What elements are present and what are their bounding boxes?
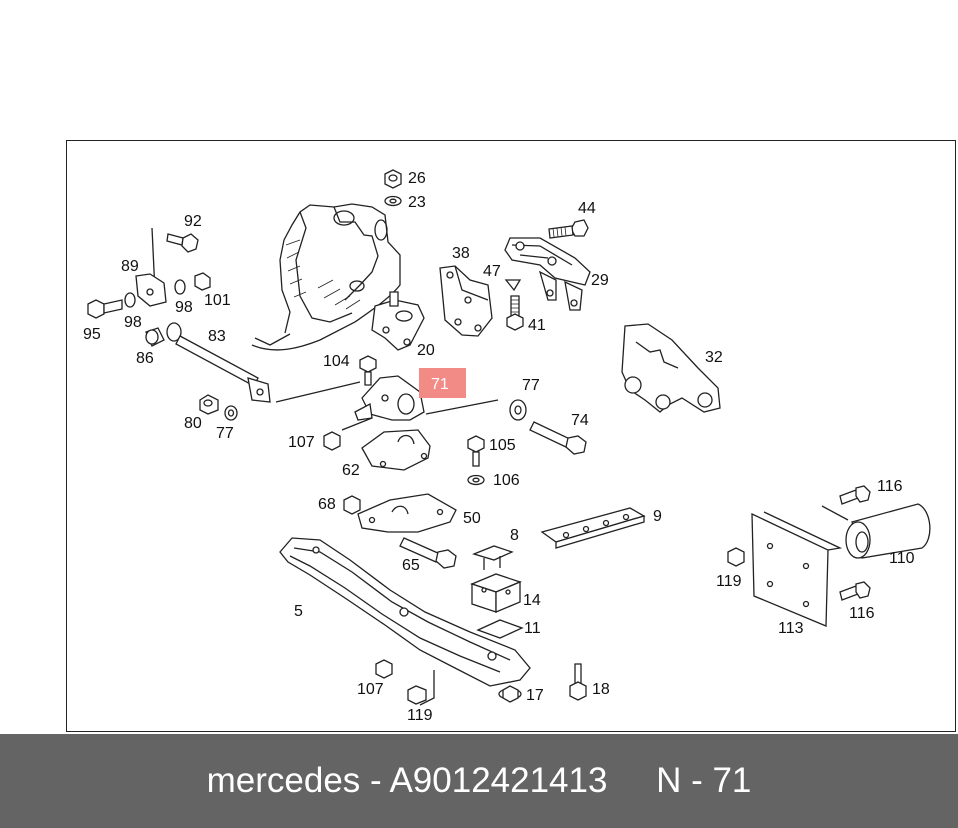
nut-101-drawing xyxy=(194,272,211,291)
label-32: 32 xyxy=(705,349,723,366)
label-23: 23 xyxy=(408,194,426,211)
label-38: 38 xyxy=(452,245,470,262)
label-116b: 116 xyxy=(849,605,875,622)
bracket-38-drawing xyxy=(439,265,493,337)
bolt-105-drawing xyxy=(467,435,485,467)
label-20: 20 xyxy=(417,342,435,359)
label-71[interactable]: 71 xyxy=(431,376,449,393)
label-47: 47 xyxy=(483,263,501,280)
label-107b: 107 xyxy=(357,681,384,698)
bolt-18-drawing xyxy=(569,663,587,701)
nut-17-drawing xyxy=(498,685,522,703)
bolt-95-drawing xyxy=(87,299,123,319)
label-98a: 98 xyxy=(175,299,193,316)
nut-26-drawing xyxy=(384,169,402,189)
label-5: 5 xyxy=(294,603,303,620)
label-80: 80 xyxy=(184,415,202,432)
block-14-drawing xyxy=(470,573,522,613)
nut-107a-drawing xyxy=(323,431,341,451)
label-104: 104 xyxy=(323,353,350,370)
label-92: 92 xyxy=(184,213,202,230)
part-47-drawing xyxy=(504,279,522,292)
nut-107b-drawing xyxy=(375,659,393,679)
nut-68-drawing xyxy=(343,495,361,515)
highlight-box-71 xyxy=(419,368,466,398)
bolt-104-drawing xyxy=(359,355,377,386)
label-116a: 116 xyxy=(877,478,903,495)
label-11: 11 xyxy=(524,620,541,637)
label-98b: 98 xyxy=(124,314,142,331)
engine-block-drawing xyxy=(251,203,401,351)
plate-113-drawing xyxy=(751,511,843,627)
label-77b: 77 xyxy=(216,425,234,442)
parts-diagram: 71 26 23 44 92 38 47 29 89 98 101 41 95 … xyxy=(83,169,931,724)
crossmember-5-drawing xyxy=(279,537,531,687)
engine-mount-71-drawing xyxy=(354,375,425,421)
plate-9-drawing xyxy=(540,507,646,549)
link-rod-83-drawing xyxy=(166,322,271,403)
label-83: 83 xyxy=(208,328,226,345)
nut-119b-drawing xyxy=(407,685,427,705)
label-17: 17 xyxy=(526,687,544,704)
bolt-116a-drawing xyxy=(839,485,871,505)
bolt-74-drawing xyxy=(529,421,587,455)
bracket-62-drawing xyxy=(361,429,431,471)
label-26: 26 xyxy=(408,170,426,187)
bolt-116b-drawing xyxy=(839,581,871,601)
label-77a: 77 xyxy=(522,377,540,394)
label-113: 113 xyxy=(778,620,804,637)
bolt-41-drawing xyxy=(506,295,524,331)
label-95: 95 xyxy=(83,326,101,343)
washer-98-drawing xyxy=(174,279,186,295)
bracket-29-drawing xyxy=(504,237,591,311)
label-44: 44 xyxy=(578,200,596,217)
caption-bar: mercedes - A9012421413 N - 71 xyxy=(0,734,958,828)
bracket-50-drawing xyxy=(357,493,457,533)
label-14: 14 xyxy=(523,592,541,609)
label-89: 89 xyxy=(121,258,139,275)
label-29: 29 xyxy=(591,272,609,289)
label-107a: 107 xyxy=(288,434,315,451)
washer-98b-drawing xyxy=(124,292,136,308)
label-119a: 119 xyxy=(716,573,742,590)
bracket-20-drawing xyxy=(371,291,425,351)
label-110: 110 xyxy=(889,550,915,567)
bracket-32-drawing xyxy=(621,323,721,413)
plate-11-drawing xyxy=(476,619,524,639)
label-8: 8 xyxy=(510,527,519,544)
label-62: 62 xyxy=(342,462,360,479)
bolt-65-drawing xyxy=(399,537,457,569)
damper-110-drawing xyxy=(821,503,931,559)
bushing-86-drawing xyxy=(145,327,165,347)
bolt-44-drawing xyxy=(548,219,589,239)
label-119b: 119 xyxy=(407,707,433,724)
label-50: 50 xyxy=(463,510,481,527)
label-68: 68 xyxy=(318,496,336,513)
label-86: 86 xyxy=(136,350,154,367)
nut-119a-drawing xyxy=(727,547,745,567)
bolt-92-drawing xyxy=(166,233,199,253)
caption-text: mercedes - A9012421413 N - 71 xyxy=(206,761,752,800)
label-106: 106 xyxy=(493,472,520,489)
label-101: 101 xyxy=(204,292,231,309)
bracket-89-drawing xyxy=(135,273,167,307)
label-9: 9 xyxy=(653,508,662,525)
part-labels: 26 23 44 92 38 47 29 89 98 101 41 95 98 … xyxy=(83,170,915,724)
label-74: 74 xyxy=(571,412,589,429)
label-105: 105 xyxy=(489,437,516,454)
label-41: 41 xyxy=(528,317,546,334)
label-65: 65 xyxy=(402,557,420,574)
clip-8-drawing xyxy=(472,545,514,570)
label-18: 18 xyxy=(592,681,610,698)
leader-lines xyxy=(275,381,499,706)
